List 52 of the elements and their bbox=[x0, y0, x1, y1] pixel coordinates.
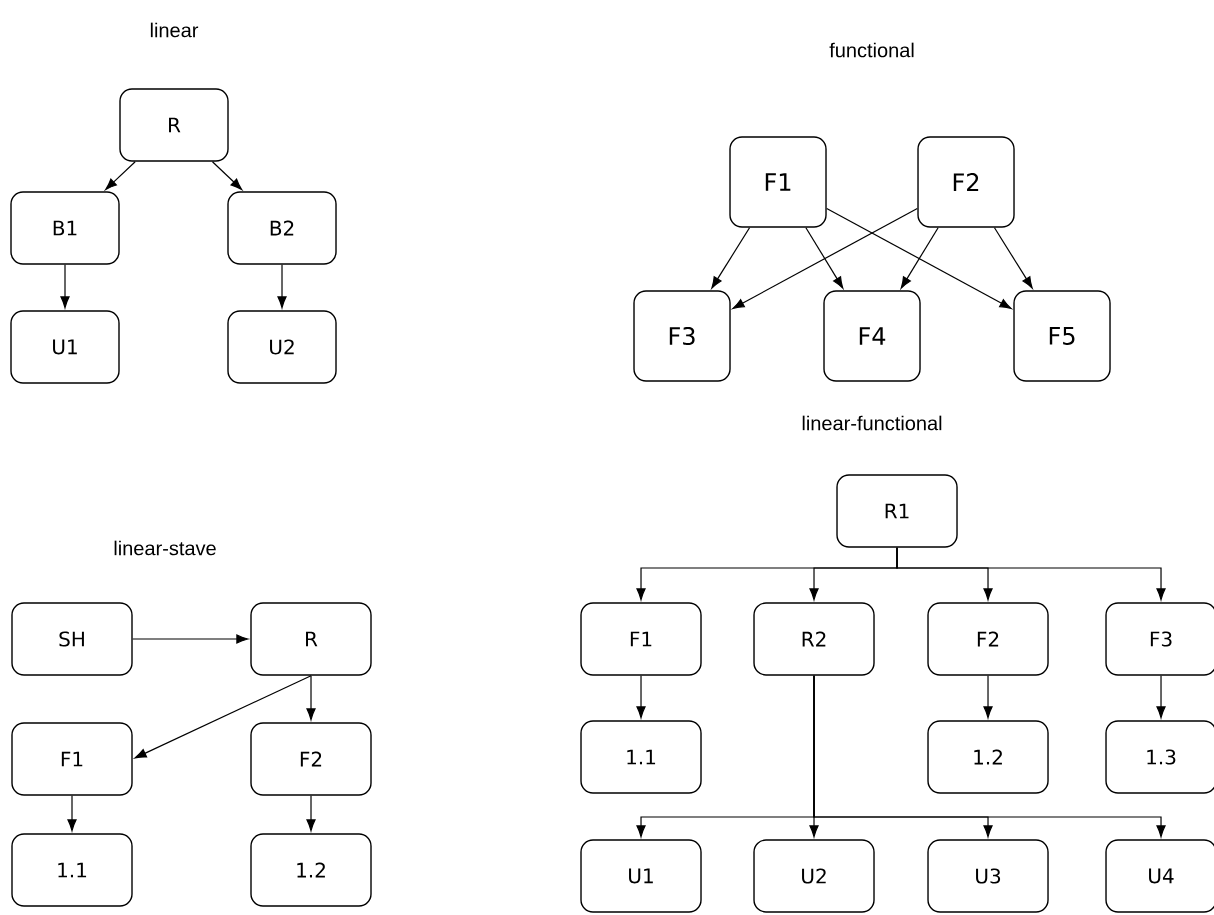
process-box: U2 bbox=[753, 839, 875, 913]
process-box: F2 bbox=[917, 136, 1015, 228]
arrow bbox=[105, 161, 136, 191]
arrow bbox=[306, 675, 316, 721]
process-box: R1 bbox=[836, 474, 958, 548]
arrow bbox=[896, 547, 1166, 601]
process-box: F2 bbox=[927, 602, 1049, 676]
process-box: SH bbox=[11, 602, 133, 676]
process-box: R bbox=[119, 88, 229, 162]
process-box: F4 bbox=[823, 290, 921, 382]
process-box: F1 bbox=[11, 722, 133, 796]
process-box: F2 bbox=[250, 722, 372, 796]
process-box: 1.2 bbox=[250, 833, 372, 907]
arrow bbox=[211, 161, 243, 191]
process-box: U3 bbox=[927, 839, 1049, 913]
process-box: R2 bbox=[753, 602, 875, 676]
arrow bbox=[277, 264, 287, 309]
process-box: B1 bbox=[10, 191, 120, 265]
process-box: U4 bbox=[1105, 839, 1214, 913]
arrow bbox=[67, 795, 77, 832]
arrow bbox=[983, 675, 993, 719]
section-title: linear-functional bbox=[802, 415, 942, 431]
arrow bbox=[813, 675, 1166, 838]
section-title: linear-stave bbox=[114, 540, 216, 556]
arrow bbox=[826, 207, 1012, 309]
arrow bbox=[306, 795, 316, 832]
process-box: F3 bbox=[633, 290, 731, 382]
process-box: U1 bbox=[10, 310, 120, 384]
process-box: 1.3 bbox=[1105, 720, 1214, 794]
arrow bbox=[711, 227, 751, 289]
arrow bbox=[900, 227, 939, 289]
process-box: F1 bbox=[729, 136, 827, 228]
process-box: R bbox=[250, 602, 372, 676]
section-title: linear bbox=[150, 22, 199, 38]
arrow bbox=[732, 207, 918, 309]
arrow bbox=[134, 675, 312, 759]
arrow bbox=[1156, 675, 1166, 719]
process-box: 1.2 bbox=[927, 720, 1049, 794]
arrow bbox=[805, 227, 844, 289]
arrow bbox=[993, 227, 1033, 289]
arrow bbox=[636, 675, 646, 719]
arrow bbox=[60, 264, 70, 309]
process-box: F3 bbox=[1105, 602, 1214, 676]
process-box: U2 bbox=[227, 310, 337, 384]
section-title: functional bbox=[829, 42, 914, 58]
process-box: B2 bbox=[227, 191, 337, 265]
process-box: F1 bbox=[580, 602, 702, 676]
process-box: 1.1 bbox=[11, 833, 133, 907]
arrow bbox=[132, 634, 249, 644]
process-box: U1 bbox=[580, 839, 702, 913]
process-box: F5 bbox=[1013, 290, 1111, 382]
process-box: 1.1 bbox=[580, 720, 702, 794]
